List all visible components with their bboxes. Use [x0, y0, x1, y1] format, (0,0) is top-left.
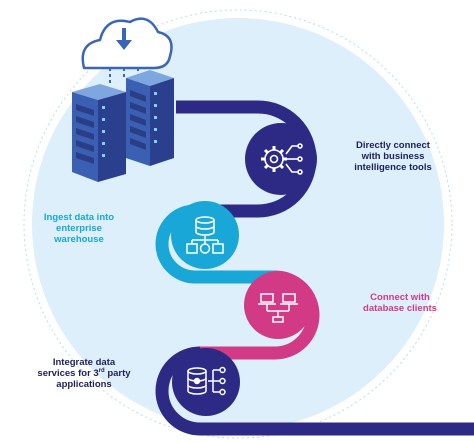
node-db [244, 271, 312, 339]
label-ingest-line3: warehouse [54, 234, 104, 245]
label-ingest-warehouse: Ingest data into enterprise warehouse [24, 212, 134, 245]
cloud-download-icon [81, 17, 173, 86]
server-rack-icon [72, 70, 174, 182]
label-3p-line2-sup: rd [98, 367, 105, 374]
label-3p-line2-prefix: services for 3 [37, 368, 99, 379]
node-bi [245, 123, 317, 195]
label-bi-tools: Directly connect with business intellige… [333, 140, 453, 173]
background-dotted-ring [23, 9, 453, 439]
label-third-party: Integrate data services for 3rd party ap… [24, 357, 144, 390]
label-3p-line2-suffix: party [104, 368, 131, 379]
gear-network-icon [261, 143, 303, 175]
laptop-network-icon [258, 293, 298, 323]
database-warehouse-icon [186, 216, 224, 254]
database-connect-icon [187, 366, 226, 396]
label-db-line2: database clients [363, 303, 437, 314]
label-ingest-line1: Ingest data into [43, 212, 115, 223]
label-bi-line2: with business [361, 151, 425, 162]
label-3p-line2: services for 3rd party [24, 368, 144, 379]
label-database-clients: Connect with database clients [340, 292, 460, 314]
label-3p-line1: Integrate data [52, 357, 116, 368]
label-3p-line3: applications [56, 379, 112, 390]
label-db-line1: Connect with [370, 292, 430, 303]
label-ingest-line2: enterprise [56, 223, 102, 234]
label-bi-line3: intelligence tools [354, 162, 432, 173]
label-bi-line1: Directly connect [356, 140, 430, 151]
